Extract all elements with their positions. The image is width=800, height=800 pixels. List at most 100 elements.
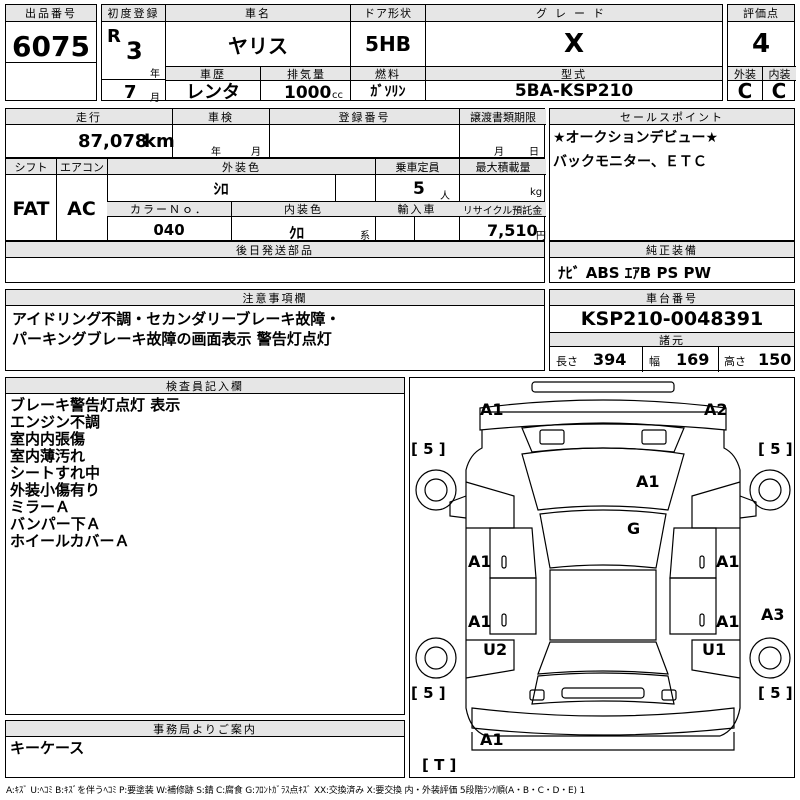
office-box: 事務局よりご案内 キーケース — [5, 720, 405, 778]
aircon-label: エアコン — [56, 159, 107, 175]
interior-score-value: C — [771, 81, 787, 101]
inspector-line-6: 外装小傷有り — [10, 481, 101, 499]
registration-month: 7 — [124, 82, 137, 103]
score-value: 4 — [751, 29, 771, 59]
interior-score-label: 内装 — [762, 66, 796, 81]
model-code-label: 型式 — [426, 66, 722, 81]
recycle-value: 7,510 — [487, 221, 538, 240]
equipment-value: ﾅﾋﾞ ABS ｴｱB PS PW — [558, 264, 712, 282]
displacement-value: 1000 — [284, 83, 332, 103]
tire-spare: [ T ] — [422, 756, 457, 774]
chassis-value: KSP210-0048391 — [580, 308, 764, 330]
displacement-label: 排気量 — [260, 66, 352, 81]
later-parts-label: 後日発送部品 — [6, 242, 544, 258]
exterior-color-value: ｼﾛ — [213, 179, 229, 198]
sales-point-line-2: バックモニター、ＥＴＣ — [553, 154, 707, 170]
color-no-value: 040 — [153, 221, 185, 239]
exterior-score-value: C — [737, 81, 753, 101]
exterior-score-label: 外装 — [728, 66, 762, 81]
tire-front-left: [ 5 ] — [411, 440, 446, 458]
specs-label: 諸元 — [550, 332, 794, 347]
width-label: 幅 — [649, 355, 660, 368]
sales-point-line-1: ★オークションデビュー★ — [553, 130, 719, 146]
score-label: 評価点 — [728, 5, 794, 22]
chassis-label: 車台番号 — [550, 290, 794, 306]
inspector-line-3: 室内内張傷 — [10, 430, 86, 448]
mark-left-rear-wheel: U2 — [483, 640, 508, 659]
mark-front-left: A1 — [480, 400, 504, 419]
fuel-value: ｶﾞｿﾘﾝ — [370, 84, 406, 100]
mark-left-rear-door: A1 — [468, 612, 492, 631]
history-label: 車歴 — [166, 66, 260, 81]
car-outline-diagram — [415, 381, 791, 751]
interior-color-value: ｸﾛ — [289, 224, 305, 242]
transfer-day-unit: 日 — [529, 147, 539, 158]
grade-label: グレード — [426, 5, 722, 22]
first-registration-label: 初度登録 — [102, 5, 165, 22]
capacity-value: 5 — [413, 179, 425, 199]
inspection-label: 車検 — [172, 109, 269, 125]
registration-month-unit: 月 — [150, 93, 160, 104]
mark-right-rear-door: A1 — [716, 612, 740, 631]
transfer-deadline-label: 譲渡書類期限 — [459, 109, 546, 125]
inspector-line-9: ホイールカバーＡ — [10, 532, 130, 550]
cautions-line-1: アイドリング不調・セカンダリーブレーキ故障・ — [12, 310, 341, 328]
width-value: 169 — [676, 350, 710, 369]
model-code-value: 5BA-KSP210 — [514, 81, 634, 101]
inspector-line-2: エンジン不調 — [10, 413, 101, 431]
length-value: 394 — [593, 350, 627, 369]
grade-value: X — [563, 29, 585, 59]
mark-hood: A1 — [636, 472, 660, 491]
height-value: 150 — [758, 350, 792, 369]
max-load-label: 最大積載量 — [459, 159, 546, 175]
shift-value: FAT — [12, 197, 50, 220]
max-load-unit: kg — [530, 187, 543, 198]
cautions-label: 注意事項欄 — [6, 290, 544, 306]
aircon-value: AC — [67, 197, 96, 220]
mark-right-front-door: A1 — [716, 552, 740, 571]
door-type-box: ドア形状 5HB 燃料 ｶﾞｿﾘﾝ — [350, 4, 426, 101]
transfer-month-unit: 月 — [494, 147, 504, 158]
length-label: 長さ — [556, 355, 578, 368]
registration-number-label: 登録番号 — [269, 109, 459, 125]
chassis-box: 車台番号 KSP210-0048391 諸元 長さ 394 幅 169 高さ 1… — [549, 289, 795, 372]
car-name-label: 車名 — [166, 5, 350, 22]
mileage-value: 87,078 — [78, 131, 148, 152]
inspector-line-8: バンパー下Ａ — [10, 515, 101, 533]
sales-point-box: セールスポイント ★オークションデビュー★ バックモニター、ＥＴＣ — [549, 108, 795, 241]
equipment-label: 純正装備 — [550, 242, 794, 258]
mileage-unit: km — [144, 131, 175, 152]
history-value: レンタ — [186, 82, 240, 101]
inspector-line-1: ブレーキ警告灯点灯 表示 — [10, 396, 181, 414]
mileage-label: 走行 — [6, 109, 172, 125]
interior-color-label: 内装色 — [231, 202, 375, 217]
car-diagram-box: A1 A2 A1 G A1 A1 A1 A1 A3 U2 U1 A1 [ 5 ]… — [409, 377, 795, 778]
mark-left-front-door: A1 — [468, 552, 492, 571]
inspector-label: 検査員記入欄 — [6, 378, 404, 394]
grade-box: グレード X 型式 5BA-KSP210 — [425, 4, 723, 101]
mileage-box: 走行 車検 登録番号 譲渡書類期限 87,078 km 年 月 月 日 — [5, 108, 546, 158]
car-name-box: 車名 ヤリス 車歴 排気量 レンタ 1000 cc — [165, 4, 352, 103]
exterior-color-label: 外装色 — [107, 159, 375, 175]
door-type-value: 5HB — [365, 32, 411, 56]
recycle-unit: 円 — [536, 231, 546, 242]
car-name-value: ヤリス — [228, 33, 288, 58]
legend-text: A:ｷｽﾞ U:ﾍｺﾐ B:ｷｽﾞを伴うﾍｺﾐ P:要塗装 W:補修跡 S:錆 … — [6, 786, 585, 796]
mark-rear: A1 — [480, 730, 504, 749]
inspector-box: 検査員記入欄 ブレーキ警告灯点灯 表示 エンジン不調 室内内張傷 室内薄汚れ シ… — [5, 377, 405, 715]
vehicle-details-box: シフト エアコン 外装色 乗車定員 最大積載量 FAT AC ｼﾛ 5 人 kg… — [5, 158, 546, 242]
sales-point-label: セールスポイント — [550, 109, 794, 125]
mark-windshield: G — [627, 519, 641, 538]
mark-front-right: A2 — [704, 400, 728, 419]
tire-front-right: [ 5 ] — [758, 440, 793, 458]
cautions-box: 注意事項欄 アイドリング不調・セカンダリーブレーキ故障・ パーキングブレーキ故障… — [5, 289, 545, 371]
lot-number-label: 出品番号 — [6, 5, 96, 22]
inspector-line-5: シートすれ中 — [10, 464, 101, 482]
import-label: 輸入車 — [375, 202, 459, 217]
later-parts-box: 後日発送部品 — [5, 241, 545, 283]
tire-rear-left: [ 5 ] — [411, 684, 446, 702]
door-type-label: ドア形状 — [351, 5, 425, 22]
inspection-year-unit: 年 — [211, 147, 221, 158]
color-no-label: カラーＮｏ． — [107, 202, 231, 217]
office-line-1: キーケース — [10, 739, 85, 757]
